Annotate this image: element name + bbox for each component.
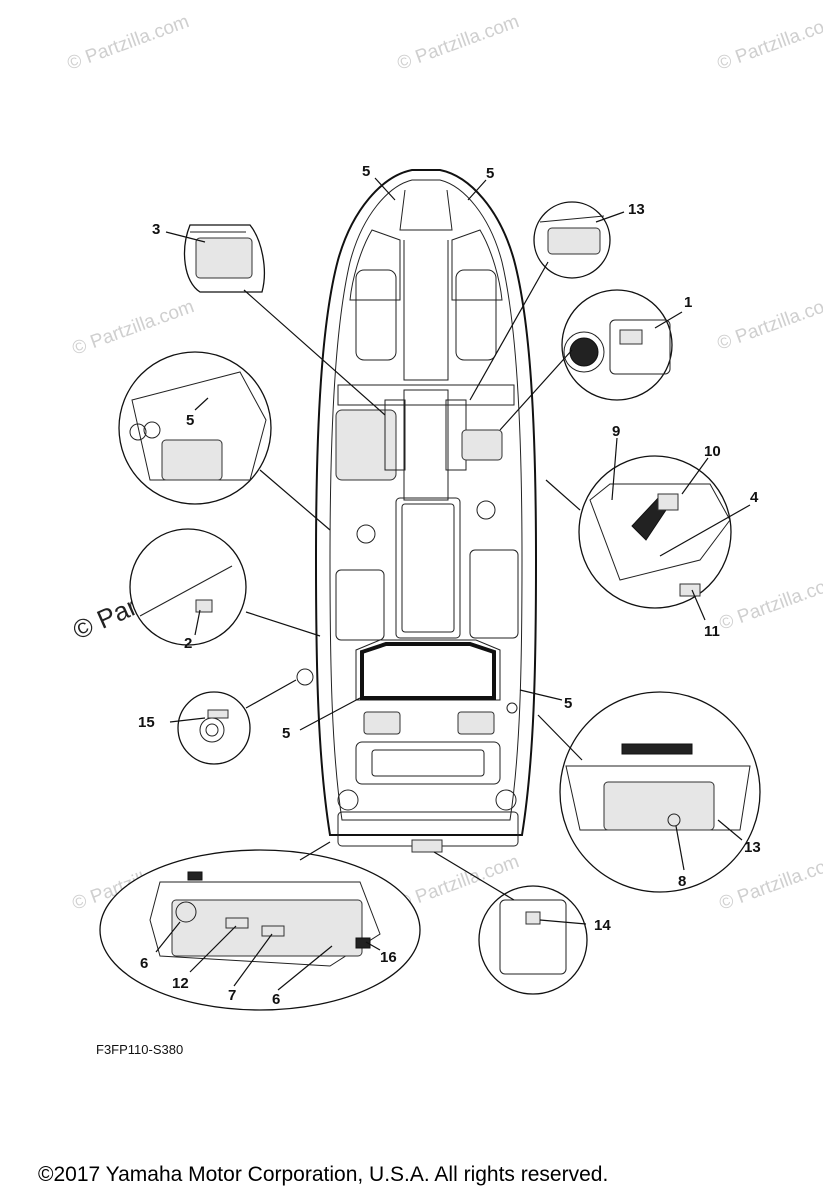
copyright-notice: ©2017 Yamaha Motor Corporation, U.S.A. A…	[38, 1163, 609, 1186]
callout-14: 14	[594, 917, 611, 934]
callout-5: 5	[282, 725, 290, 742]
detail-view-13b-8	[559, 691, 761, 893]
callout-11: 11	[704, 623, 720, 640]
callout-12: 12	[172, 975, 189, 992]
watermark: © Partzilla.com	[65, 11, 192, 75]
boat-hull	[296, 169, 538, 853]
callout-5: 5	[186, 412, 194, 429]
part-code: F3FP110-S380	[96, 1042, 184, 1057]
callout-6: 6	[140, 955, 148, 972]
watermark: © Partzilla.com	[717, 571, 823, 635]
watermark: © Partzilla.com	[715, 11, 823, 75]
detail-view-5	[118, 351, 272, 505]
callout-16: 16	[380, 949, 397, 966]
detail-view-9-10-4-11	[578, 455, 732, 609]
watermark: © Partzilla.com	[715, 291, 823, 355]
callout-9: 9	[612, 423, 620, 440]
callout-5: 5	[486, 165, 494, 182]
callout-13: 13	[744, 839, 761, 856]
callout-8: 8	[678, 873, 686, 890]
callout-6: 6	[272, 991, 280, 1008]
callout-10: 10	[704, 443, 721, 460]
callout-5: 5	[362, 163, 370, 180]
callout-5: 5	[564, 695, 572, 712]
callout-13: 13	[628, 201, 645, 218]
leader-lines	[155, 177, 751, 991]
callout-1: 1	[684, 294, 692, 311]
callout-7: 7	[228, 987, 236, 1004]
detail-view-13a	[533, 201, 611, 279]
callout-4: 4	[750, 489, 759, 506]
detail-view-15	[177, 691, 251, 765]
detail-view-6-12-7-16	[99, 849, 421, 1011]
callout-2: 2	[184, 635, 192, 652]
callout-15: 15	[138, 714, 155, 731]
detail-view-3	[183, 224, 265, 293]
detail-view-14	[478, 885, 588, 995]
watermark: © Partzilla.com	[70, 296, 197, 360]
watermark: © Partzilla.com	[395, 11, 522, 75]
detail-view-2	[129, 528, 247, 646]
callout-3: 3	[152, 221, 160, 238]
callout-numbers: 5 5 13 3 1 5 9 10 4 11 2 15 5 5 13 8 14 …	[138, 163, 761, 1008]
detail-view-1	[561, 289, 673, 401]
